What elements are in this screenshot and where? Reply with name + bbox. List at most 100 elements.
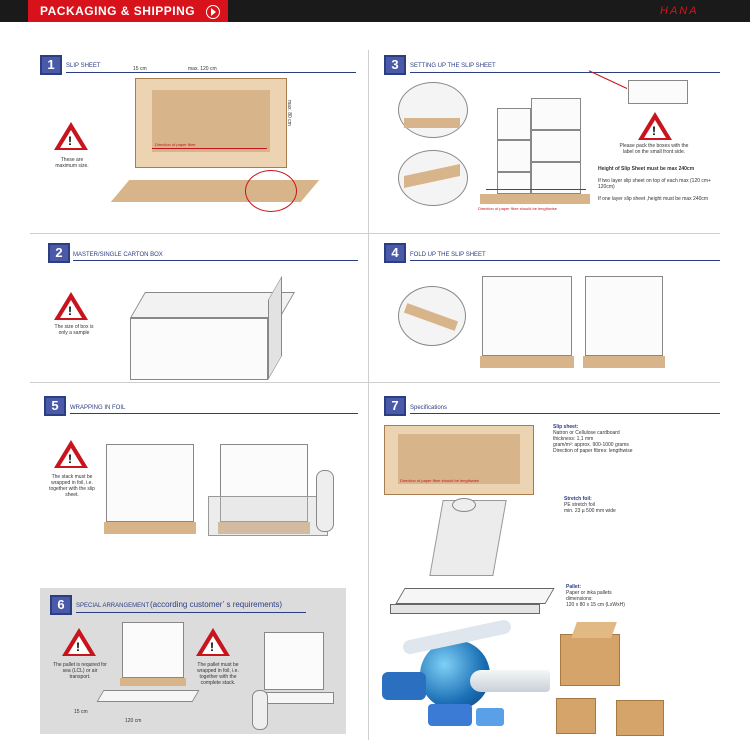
row-divider — [30, 233, 720, 234]
section-underline — [410, 413, 720, 414]
section-title: MASTER/SINGLE CARTON BOX — [73, 252, 163, 258]
cardboard-box-icon — [616, 700, 664, 736]
dimension-label: 15 cm — [133, 66, 147, 72]
foil-roll — [452, 498, 476, 512]
section-subtitle: (according customer’ s requirements) — [150, 600, 283, 609]
spec-line: Paper or inka pallets — [566, 590, 612, 596]
brand-logo: HANA — [660, 5, 699, 17]
slip-sheet-center — [152, 90, 270, 152]
carton-box — [531, 98, 581, 130]
train-icon — [470, 670, 550, 692]
warning-note: The pallet must be wrapped in foil, i.e.… — [197, 662, 239, 686]
pallet-front — [390, 604, 540, 614]
warning-note: The pallet is required for sea (LCL) or … — [53, 662, 107, 680]
pallet — [96, 690, 200, 702]
warning-icon-inner — [60, 300, 82, 318]
spec-line: Natron or Cellulose cardboard — [553, 430, 620, 436]
suitcase-icon — [428, 704, 472, 726]
carton-box — [497, 172, 531, 194]
section-number: 5 — [44, 396, 66, 416]
cardboard-box-flap — [571, 622, 617, 638]
foil-roll — [252, 690, 268, 730]
slip-sheet-base — [480, 356, 574, 368]
section-title: SLIP SHEET — [66, 63, 101, 69]
spec-line: gram/m²: approx. 900-1000 grams — [553, 442, 629, 448]
section-title: WRAPPING IN FOIL — [70, 405, 126, 411]
warning-mark: ! — [68, 304, 72, 318]
cardboard-box-icon — [560, 634, 620, 686]
cardboard-box-icon — [556, 698, 596, 734]
carton-box-sample — [628, 80, 688, 104]
detail-circle — [398, 82, 468, 138]
section-number: 6 — [50, 595, 72, 615]
page-title: PACKAGING & SHIPPING — [40, 4, 196, 18]
slip-sheet-base — [218, 522, 310, 534]
warning-mark: ! — [652, 124, 656, 138]
warning-note: These are maximum size. — [55, 157, 89, 169]
pointer-arrow — [588, 70, 628, 89]
slip-sheet-spec: Slip sheet: Natron or Cellulose cardboar… — [553, 424, 723, 454]
detail-circle — [245, 170, 297, 212]
carton-box-front — [130, 318, 268, 380]
pallet-spec: Pallet: Paper or inka pallets dimensions… — [566, 584, 716, 608]
warning-note: The size of box is only a sample — [54, 324, 94, 336]
section-underline — [410, 260, 720, 261]
section-underline — [410, 72, 720, 73]
fibre-direction-label: Direction of paper fibre should be lengt… — [400, 478, 479, 483]
spec-line: Direction of paper fibres: lengthwise — [553, 448, 633, 454]
fibre-arrow — [152, 148, 267, 149]
carton-stack — [264, 632, 324, 690]
spec-heading: Pallet: — [566, 584, 582, 590]
fibre-direction-label: Direction of paper fibre should be lengt… — [478, 206, 557, 211]
section-title: SETTING UP THE SLIP SHEET — [410, 63, 496, 69]
carton-stack — [106, 444, 194, 522]
warning-mark: ! — [68, 452, 72, 466]
spec-line: thickness: 1,1 mm — [553, 436, 594, 442]
suitcase-icon — [476, 708, 504, 726]
section-number: 7 — [384, 396, 406, 416]
slip-sheet-base — [120, 678, 186, 686]
pallet-drawing — [395, 588, 555, 604]
carton-box — [497, 140, 531, 172]
carton-box — [531, 162, 581, 194]
warning-mark: ! — [210, 640, 214, 654]
spec-line: dimensions: — [566, 596, 593, 602]
warning-mark: ! — [68, 134, 72, 148]
warning-mark: ! — [76, 640, 80, 654]
warning-icon-inner — [644, 120, 666, 138]
warning-icon-inner — [202, 636, 224, 654]
slip-sheet-edge — [404, 118, 460, 128]
foil-wrap — [208, 496, 328, 536]
warning-icon-inner — [60, 130, 82, 148]
header-tab — [28, 0, 228, 22]
slip-sheet-base — [104, 522, 196, 534]
section-number: 4 — [384, 243, 406, 263]
carton-box — [497, 108, 531, 140]
section-underline — [66, 72, 356, 73]
warning-icon-inner — [60, 448, 82, 466]
carton-box — [531, 130, 581, 162]
dimension-label: max. 120 cm — [188, 66, 217, 72]
spec-heading: Slip sheet: — [553, 424, 579, 430]
play-arrow-icon[interactable] — [206, 5, 220, 19]
fibre-arrow — [486, 189, 586, 190]
section-underline — [73, 260, 358, 261]
section-title: SPECIAL ARRANGEMENT — [76, 603, 150, 609]
height-rule-title: Height of Slip Sheet must be max 240cm — [598, 166, 695, 172]
slip-sheet-center — [398, 434, 520, 484]
foil-roll — [316, 470, 334, 532]
slip-sheet-base — [583, 356, 665, 368]
spec-line: min. 23 µ 500 mm wide — [564, 508, 616, 514]
dimension-label: 15 cm — [74, 709, 88, 715]
spec-line: PE stretch foil — [564, 502, 595, 508]
carton-stack — [122, 622, 184, 678]
warning-note: The stack must be wrapped in foil, i.e. … — [49, 474, 95, 498]
section-underline — [76, 612, 306, 613]
section-underline — [70, 413, 358, 414]
row-divider — [30, 382, 720, 383]
height-rule-two-layer: If two layer slip sheet on top of each m… — [598, 178, 711, 190]
slip-sheet-base — [480, 194, 590, 204]
section-number: 2 — [48, 243, 70, 263]
spec-heading: Stretch foil: — [564, 496, 592, 502]
dimension-label: 120 cm — [125, 718, 142, 724]
